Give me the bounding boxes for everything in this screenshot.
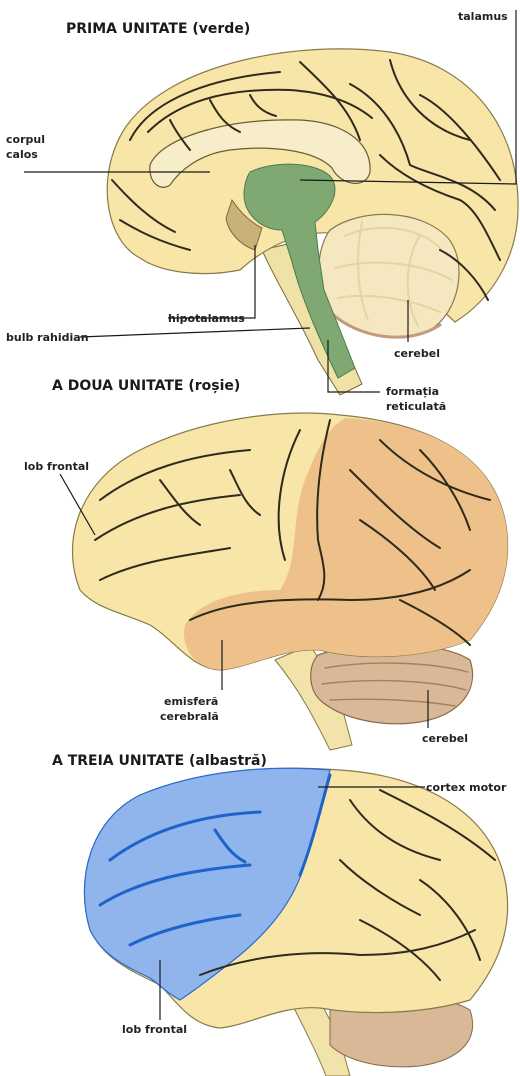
label-cerebel-second: cerebel: [422, 732, 468, 745]
panel-third-title: A TREIA UNITATE (albastră): [52, 753, 267, 769]
label-lob-frontal-second: lob frontal: [24, 460, 89, 473]
label-corpul-calos-line2: calos: [6, 148, 38, 161]
label-emisfera-line2: cerebrală: [160, 710, 219, 723]
label-formatia-line1: formația: [386, 385, 439, 398]
label-corpul-calos-line1: corpul: [6, 133, 45, 146]
label-cortex-motor: cortex motor: [426, 781, 507, 794]
label-cerebel-first: cerebel: [394, 347, 440, 360]
label-talamus: talamus: [458, 10, 508, 23]
label-emisfera-line1: emisferă: [164, 695, 218, 708]
panel-first-title: PRIMA UNITATE (verde): [66, 21, 250, 37]
panel-first-unit: PRIMA UNITATE (verde): [6, 10, 518, 413]
label-hipotalamus: hipotalamus: [168, 312, 245, 325]
label-lob-frontal-third: lob frontal: [122, 1023, 187, 1036]
panel-third-unit: A TREIA UNITATE (albastră): [52, 753, 508, 1076]
panel-second-unit: A DOUA UNITATE (roșie): [24, 378, 508, 750]
label-formatia-line2: reticulată: [386, 400, 446, 413]
label-bulb-rahidian: bulb rahidian: [6, 331, 89, 344]
cerebellum-first: [319, 214, 459, 337]
panel-second-title: A DOUA UNITATE (roșie): [52, 378, 240, 394]
